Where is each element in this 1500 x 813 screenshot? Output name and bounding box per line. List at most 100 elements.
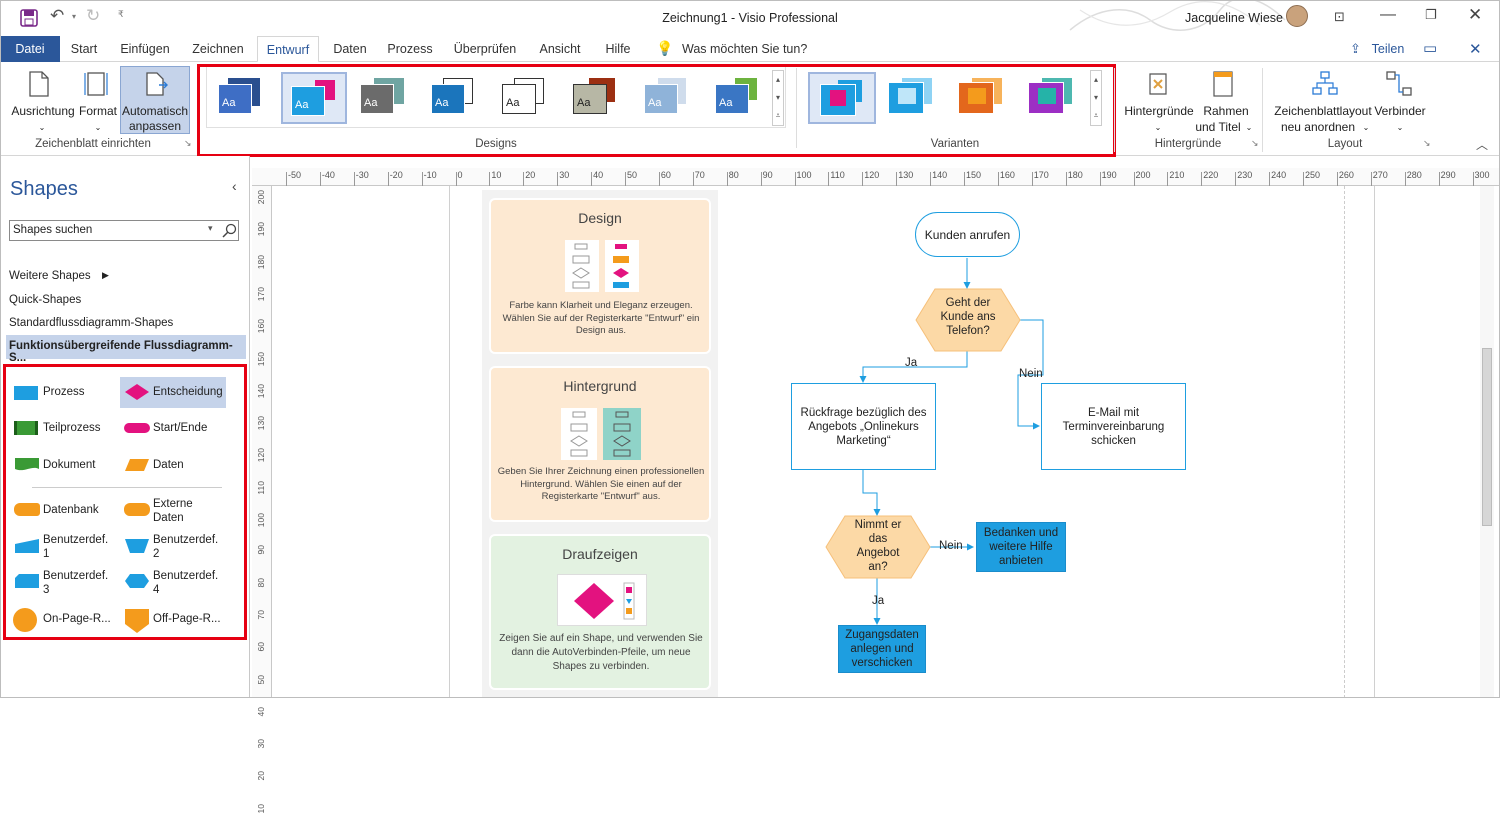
variants-scroll[interactable]: ▴▾⩡ <box>1090 70 1102 126</box>
design-theme-4[interactable]: Aa <box>423 72 489 124</box>
tab-datei[interactable]: Datei <box>0 36 60 62</box>
tab-entwurf[interactable]: Entwurf <box>257 36 319 63</box>
tell-me-search[interactable]: Was möchten Sie tun? <box>682 42 808 56</box>
shape-process[interactable]: Prozess <box>43 386 85 398</box>
database-icon[interactable] <box>14 503 40 516</box>
customize-qat-icon[interactable]: ₹ <box>118 9 124 19</box>
variant-2[interactable] <box>880 72 946 124</box>
shape-document[interactable]: Dokument <box>43 459 96 471</box>
stencil-cross-functional[interactable]: Funktionsübergreifende Flussdiagramm-S..… <box>6 335 246 364</box>
undo-dropdown-icon[interactable]: ▾ <box>72 12 77 21</box>
borders-dropdown-icon[interactable]: ⌄ <box>1245 123 1253 132</box>
page-setup-launcher-icon[interactable]: ↘ <box>184 138 192 148</box>
tab-ueberpruefen[interactable]: Überprüfen <box>453 42 517 56</box>
user-name[interactable]: Jacqueline Wiese <box>1185 11 1283 25</box>
collapse-ribbon-icon[interactable]: ︿ <box>1476 138 1489 152</box>
designs-scroll[interactable]: ▴▾⩡ <box>772 70 784 126</box>
off-page-ref-icon[interactable] <box>124 608 150 634</box>
card-design[interactable]: Design Farbe kann Klarheit und Eleganz e… <box>489 198 711 354</box>
save-icon[interactable] <box>20 9 38 27</box>
shape-subprocess[interactable]: Teilprozess <box>43 422 101 434</box>
external-data-icon[interactable] <box>124 503 150 516</box>
shape-custom-2[interactable]: Benutzerdef. 2 <box>153 534 219 560</box>
auto-fit-button[interactable]: Automatisch anpassen <box>120 66 190 134</box>
format-button[interactable]: Format <box>78 104 117 118</box>
share-button[interactable]: Teilen <box>1371 42 1405 56</box>
relayout-button[interactable]: Zeichenblattlayout <box>1274 104 1372 118</box>
backgrounds-button[interactable]: Hintergründe <box>1124 104 1194 118</box>
on-page-ref-icon[interactable] <box>13 608 37 632</box>
shape-decision[interactable]: Entscheidung <box>153 386 223 398</box>
scrollbar-thumb[interactable] <box>1482 348 1492 526</box>
design-theme-7[interactable]: Aa <box>636 72 702 124</box>
decision-icon[interactable] <box>124 383 150 401</box>
borders-titles-button[interactable]: Rahmen <box>1203 104 1249 118</box>
design-theme-1[interactable]: Aa <box>210 72 276 124</box>
avatar[interactable] <box>1286 5 1308 27</box>
backgrounds-launcher-icon[interactable]: ↘ <box>1251 138 1259 148</box>
restore-icon[interactable]: ❐ <box>1425 7 1437 22</box>
orientation-button[interactable]: Ausrichtung <box>11 104 75 118</box>
close-ribbon-icon[interactable]: ✕ <box>1469 41 1482 58</box>
shape-data[interactable]: Daten <box>153 459 184 471</box>
search-dropdown-icon[interactable]: ▾ <box>208 223 213 233</box>
tab-ansicht[interactable]: Ansicht <box>539 42 581 56</box>
shape-database[interactable]: Datenbank <box>43 504 99 516</box>
custom4-icon[interactable] <box>124 573 150 589</box>
shape-on-page-ref[interactable]: On-Page-R... <box>43 613 111 625</box>
format-dropdown-icon[interactable]: ⌄ <box>94 123 102 132</box>
more-shapes-arrow-icon[interactable]: ▶ <box>102 270 109 280</box>
ribbon-display-options-icon[interactable]: ⊡ <box>1334 9 1345 24</box>
layout-launcher-icon[interactable]: ↘ <box>1423 138 1431 148</box>
variant-3[interactable] <box>950 72 1016 124</box>
design-theme-8[interactable]: Aa <box>707 72 773 124</box>
connector-button[interactable]: Verbinder <box>1374 104 1426 118</box>
tab-start[interactable]: Start <box>70 42 98 56</box>
design-theme-5[interactable]: Aa <box>494 72 560 124</box>
flow-decision-1-shape[interactable] <box>915 288 1021 352</box>
stencil-quick-shapes[interactable]: Quick-Shapes <box>9 294 82 306</box>
minimize-icon[interactable]: — <box>1380 6 1396 23</box>
tab-daten[interactable]: Daten <box>333 42 367 56</box>
shape-start-end[interactable]: Start/Ende <box>153 422 208 434</box>
data-icon[interactable] <box>124 458 150 472</box>
share-icon[interactable]: ⇪ <box>1350 41 1361 56</box>
shape-custom-4[interactable]: Benutzerdef. 4 <box>153 570 219 596</box>
redo-icon[interactable]: ↻ <box>86 6 101 25</box>
flow-decision-2-shape[interactable] <box>825 515 931 579</box>
tab-zeichnen[interactable]: Zeichnen <box>192 42 244 56</box>
collapse-panel-icon[interactable]: ‹ <box>232 178 237 194</box>
shape-off-page-ref[interactable]: Off-Page-R... <box>153 613 221 625</box>
stencil-more-shapes[interactable]: Weitere Shapes <box>9 270 91 282</box>
start-end-icon[interactable] <box>124 423 150 433</box>
orientation-dropdown-icon[interactable]: ⌄ <box>38 123 46 132</box>
drawing-page[interactable] <box>449 186 1375 698</box>
custom2-icon[interactable] <box>124 538 150 554</box>
variant-1[interactable] <box>808 72 876 124</box>
comments-icon[interactable]: ▭ <box>1423 40 1438 57</box>
design-theme-2[interactable]: Aa <box>281 72 347 124</box>
undo-icon[interactable]: ↶ <box>50 6 65 25</box>
connector-dropdown-icon[interactable]: ⌄ <box>1396 123 1404 132</box>
tab-prozess[interactable]: Prozess <box>387 42 433 56</box>
tab-einfuegen[interactable]: Einfügen <box>120 42 170 56</box>
custom3-icon[interactable] <box>14 573 40 589</box>
custom1-icon[interactable] <box>14 538 40 554</box>
tab-hilfe[interactable]: Hilfe <box>605 42 631 56</box>
card-background[interactable]: Hintergrund Geben Sie Ihrer Zeichnung ei… <box>489 366 711 522</box>
shape-custom-1[interactable]: Benutzerdef. 1 <box>43 534 109 560</box>
stencil-standard-flowchart[interactable]: Standardflussdiagramm-Shapes <box>9 317 174 329</box>
design-theme-3[interactable]: Aa <box>352 72 418 124</box>
shape-external-data[interactable]: Externe Daten <box>153 498 193 524</box>
document-icon[interactable] <box>14 457 40 473</box>
process-icon[interactable] <box>14 386 38 400</box>
shapes-search-field[interactable]: Shapes suchen ▾ <box>9 220 239 241</box>
shape-custom-3[interactable]: Benutzerdef. 3 <box>43 570 109 596</box>
subprocess-icon[interactable] <box>14 421 38 435</box>
variant-4[interactable] <box>1020 72 1086 124</box>
close-window-icon[interactable]: ✕ <box>1468 5 1483 24</box>
design-theme-6[interactable]: Aa <box>565 72 631 124</box>
